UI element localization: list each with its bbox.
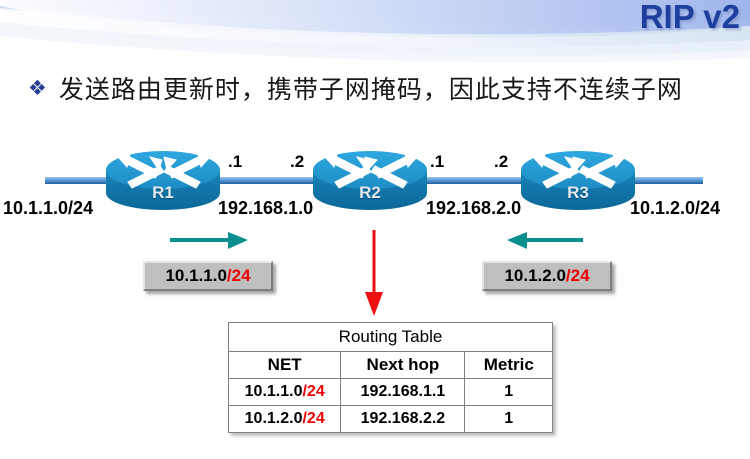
cell-net-address-0: 10.1.1.0	[244, 383, 303, 400]
interface-label-r3-eth0: .2	[494, 152, 509, 171]
page-title: RIP v2	[639, 0, 740, 35]
advertised-route-net-right: 10.1.2.0	[504, 266, 566, 285]
column-header-metric: Metric	[464, 351, 553, 379]
network-label-link-2: 192.168.2.0	[426, 198, 522, 218]
table-row: 10.1.2.0/24 192.168.2.2 1	[227, 405, 553, 433]
header-banner: RIP v2	[0, 0, 750, 62]
routing-table-title: Routing Table	[228, 322, 553, 352]
advertised-route-box-right: 10.1.2.0/24	[482, 261, 612, 291]
cell-net-1: 10.1.2.0/24	[227, 405, 342, 433]
routing-table-header-row: NET Next hop Metric	[227, 351, 553, 379]
interface-label-r2-eth0: .2	[290, 152, 305, 171]
cell-next-hop-1: 192.168.2.2	[340, 405, 466, 433]
router-label-r3: R3	[567, 183, 589, 202]
network-label-left-edge: 10.1.1.0/24	[3, 198, 94, 218]
interface-label-r2-eth1: .1	[430, 152, 445, 171]
bullet-point-row: ❖ 发送路由更新时，携带子网掩码，因此支持不连续子网	[28, 70, 683, 106]
cell-net-address-1: 10.1.2.0	[244, 410, 303, 427]
cell-net-mask-0: /24	[302, 383, 325, 400]
network-label-link-1: 192.168.1.0	[218, 198, 314, 218]
advertised-route-mask-right: /24	[565, 266, 590, 285]
column-header-net: NET	[227, 351, 342, 379]
cell-next-hop-0: 192.168.1.1	[340, 378, 466, 406]
update-arrow-right	[170, 232, 248, 249]
interface-label-r1-eth0: .1	[228, 152, 243, 171]
router-label-r1: R1	[152, 183, 174, 202]
routing-table-title-row: Routing Table	[228, 322, 553, 352]
table-row: 10.1.1.0/24 192.168.1.1 1	[227, 378, 553, 406]
cell-net-0: 10.1.1.0/24	[227, 378, 342, 406]
router-label-r2: R2	[359, 183, 381, 202]
advertised-route-box-left: 10.1.1.0/24	[143, 261, 273, 291]
update-arrow-left	[507, 232, 583, 249]
advertised-route-mask-left: /24	[226, 266, 251, 285]
routing-table-pointer-arrow	[365, 230, 383, 316]
cell-net-mask-1: /24	[302, 410, 325, 427]
bullet-point-text: 发送路由更新时，携带子网掩码，因此支持不连续子网	[58, 75, 683, 104]
network-label-right-edge: 10.1.2.0/24	[630, 198, 721, 218]
diamond-bullet-icon: ❖	[28, 75, 47, 100]
routing-table: Routing Table NET Next hop Metric 10.1.1…	[227, 322, 553, 433]
advertised-route-net-left: 10.1.1.0	[165, 266, 227, 285]
banner-swoosh-graphic	[0, 0, 750, 62]
column-header-next-hop: Next hop	[340, 351, 466, 379]
cell-metric-1: 1	[464, 405, 553, 433]
cell-metric-0: 1	[464, 378, 553, 406]
